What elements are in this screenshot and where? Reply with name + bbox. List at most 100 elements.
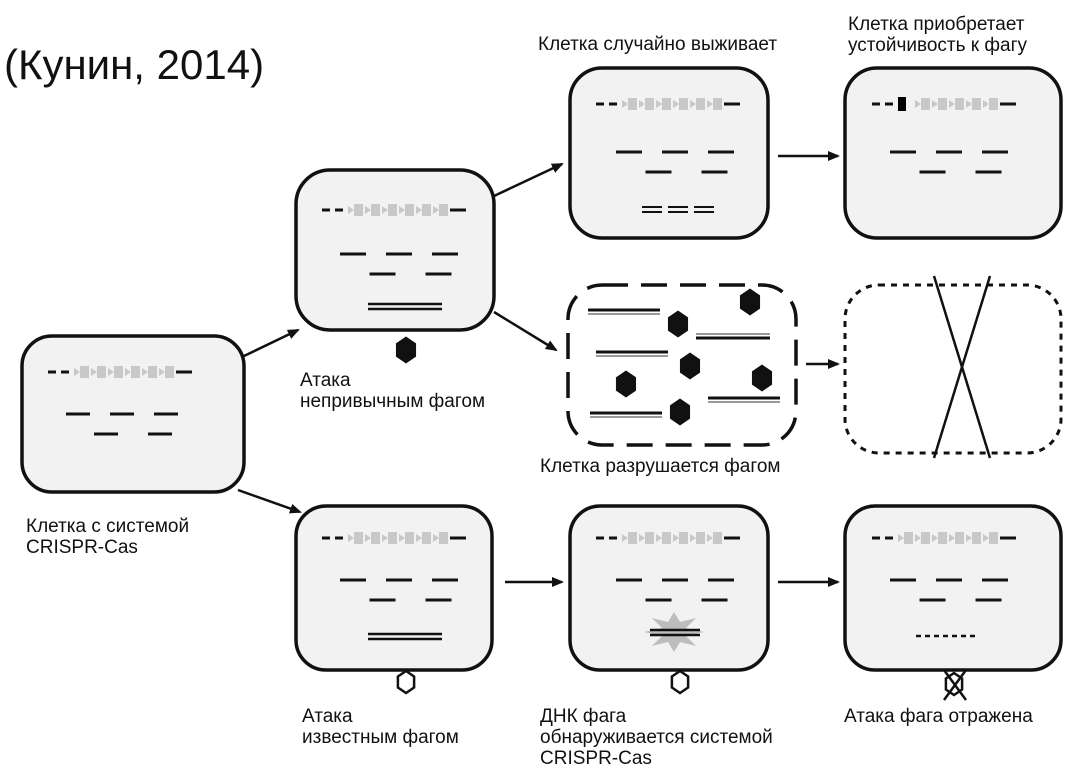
crispr-spacer (131, 366, 140, 378)
label-cell-survives: Клетка случайно выживает (538, 34, 778, 55)
crispr-repeat (639, 534, 645, 542)
cell-dead-empty (843, 283, 1063, 455)
crispr-spacer (165, 366, 174, 378)
crispr-repeat (915, 534, 921, 542)
crispr-spacer (628, 98, 637, 110)
crispr-spacer (439, 532, 448, 544)
phage-particle-icon (739, 288, 761, 316)
crispr-spacer (388, 532, 397, 544)
label-cell-gains-resistance: Клетка приобретает устойчивость к фагу (848, 14, 1028, 56)
phage-particle-icon (679, 352, 701, 380)
crispr-spacer (422, 204, 431, 216)
phage-particle-icon (669, 398, 691, 426)
crispr-spacer (679, 532, 688, 544)
crispr-repeat (74, 368, 80, 376)
crispr-spacer (405, 204, 414, 216)
crispr-spacer (354, 204, 363, 216)
label-dna-detected: ДНК фага обнаруживается системой CRISPR-… (540, 706, 773, 769)
crispr-repeat (365, 534, 371, 542)
block-cross (942, 669, 968, 701)
crispr-repeat (983, 100, 989, 108)
crispr-repeat (673, 100, 679, 108)
crispr-repeat (108, 368, 114, 376)
crispr-repeat (932, 100, 938, 108)
known-phage-icon (670, 669, 690, 695)
crispr-spacer (388, 204, 397, 216)
dead-cell-cross (932, 275, 992, 459)
crispr-repeat (949, 534, 955, 542)
citation-title: (Кунин, 2014) (4, 41, 265, 88)
crispr-repeat (365, 206, 371, 214)
crispr-repeat (983, 534, 989, 542)
label-attack-unfamiliar: Атака непривычным фагом (300, 370, 486, 412)
crispr-repeat (707, 534, 713, 542)
cell-attacked-known (294, 504, 494, 672)
crispr-repeat (915, 100, 921, 108)
crispr-spacer (662, 98, 671, 110)
crispr-spacer (422, 532, 431, 544)
crispr-spacer (904, 532, 913, 544)
crispr-repeat (382, 534, 388, 542)
crispr-repeat (898, 534, 904, 542)
crispr-repeat (949, 100, 955, 108)
crispr-repeat (673, 534, 679, 542)
crispr-spacer (696, 532, 705, 544)
crispr-spacer (354, 532, 363, 544)
crispr-repeat (399, 206, 405, 214)
crispr-spacer (80, 366, 89, 378)
detection-flash-icon (644, 612, 704, 652)
crispr-repeat (639, 100, 645, 108)
crispr-spacer (921, 98, 930, 110)
crispr-spacer (645, 532, 654, 544)
crispr-repeat (91, 368, 97, 376)
crispr-spacer (713, 98, 722, 110)
arrow-source-to-unfamiliar (243, 328, 300, 358)
crispr-spacer (645, 98, 654, 110)
crispr-spacer (148, 366, 157, 378)
crispr-repeat (656, 100, 662, 108)
arrow-to-survives (493, 162, 564, 198)
crispr-repeat (690, 100, 696, 108)
crispr-repeat (656, 534, 662, 542)
label-cell-destroyed: Клетка разрушается фагом (540, 456, 781, 477)
phage-particle-icon (615, 370, 637, 398)
phage-particle-icon (751, 364, 773, 392)
crispr-repeat (932, 534, 938, 542)
crispr-spacer (628, 532, 637, 544)
crispr-spacer (713, 532, 722, 544)
arrow-source-to-known (237, 488, 302, 514)
unfamiliar-phage-icon (395, 336, 417, 364)
crispr-repeat (966, 100, 972, 108)
crispr-repeat (159, 368, 165, 376)
crispr-repeat (125, 368, 131, 376)
known-phage-icon (396, 669, 416, 695)
label-attack-repelled: Атака фага отражена (844, 706, 1033, 727)
crispr-spacer (921, 532, 930, 544)
crispr-repeat (348, 206, 354, 214)
crispr-spacer (955, 98, 964, 110)
crispr-spacer (972, 98, 981, 110)
crispr-repeat (399, 534, 405, 542)
destroyed-cell-fragments (588, 308, 780, 418)
crispr-spacer (679, 98, 688, 110)
crispr-spacer (662, 532, 671, 544)
crispr-spacer (972, 532, 981, 544)
crispr-repeat (382, 206, 388, 214)
crispr-spacer (696, 98, 705, 110)
crispr-repeat (433, 206, 439, 214)
crispr-spacer (938, 98, 947, 110)
crispr-spacer (371, 204, 380, 216)
crispr-spacer (114, 366, 123, 378)
label-source-cell: Клетка с системой CRISPR-Cas (26, 516, 190, 558)
crispr-repeat (622, 534, 628, 542)
arrow-to-destroyed (493, 310, 558, 352)
crispr-repeat (416, 206, 422, 214)
cell-repelled (843, 504, 1063, 672)
crispr-spacer (989, 98, 998, 110)
phage-particle-icon (667, 310, 689, 338)
crispr-repeat (707, 100, 713, 108)
cell-attacked-unfamiliar (294, 168, 496, 332)
cell-detecting (568, 504, 770, 672)
